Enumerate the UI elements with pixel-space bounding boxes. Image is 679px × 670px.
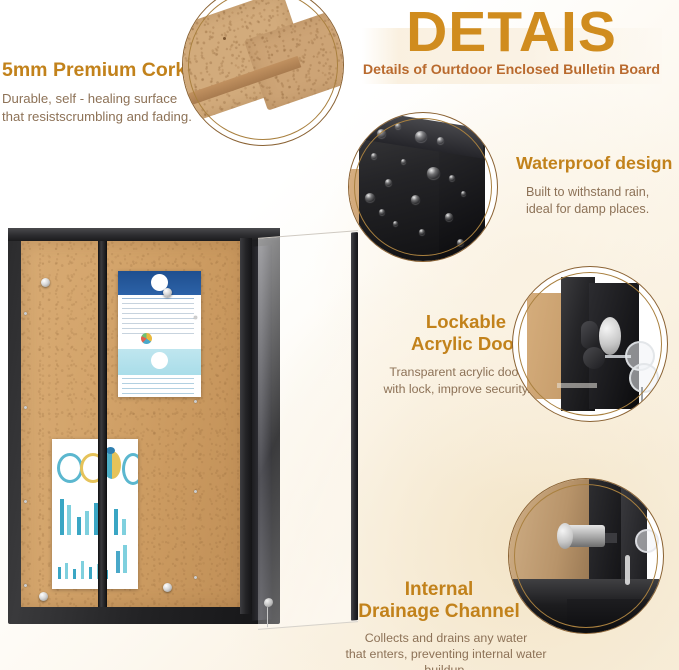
feature-cork-body-line1: Durable, self - healing surface (2, 91, 178, 106)
product-bulletin-board (8, 228, 280, 624)
pin (163, 583, 172, 592)
list-item (118, 271, 201, 397)
frame-screw (194, 316, 198, 320)
frame-screw (24, 406, 28, 410)
frame-screw (194, 576, 198, 580)
pin (39, 592, 48, 601)
page-title: DETAIS (406, 0, 617, 64)
feature-lockable-image (512, 266, 668, 422)
feature-waterproof-body-line2: ideal for damp places. (526, 202, 650, 216)
acrylic-door-panel[interactable] (258, 230, 358, 630)
feature-waterproof-body-line1: Built to withstand rain, (526, 185, 650, 199)
pin (163, 288, 172, 297)
list-item (52, 439, 138, 589)
feature-cork-body-line2: that resistscrumbling and fading. (2, 109, 192, 124)
page-title-block: DETAIS Details of Ourtdoor Enclosed Bull… (344, 2, 679, 94)
feature-drainage-heading-line1: Internal (404, 579, 474, 600)
door-frame-edge (351, 232, 358, 621)
cork-slab-photo (183, 0, 343, 145)
feature-waterproof-heading: Waterproof design (516, 153, 673, 173)
frame-screw (24, 312, 28, 316)
feature-lockable-body-line1: Transparent acrylic door (389, 365, 523, 379)
title-banner (362, 28, 662, 84)
door-key-icon (267, 607, 269, 628)
feature-lockable-body-line2: with lock, improve security. (383, 382, 531, 396)
feature-drainage-image (508, 478, 664, 634)
board-center-mullion (98, 241, 107, 607)
feature-drainage-body-line2: that enters, preventing internal water (345, 647, 547, 661)
drainage-channel-photo (509, 479, 663, 633)
frame-screw (24, 584, 28, 588)
frame-screw (24, 500, 28, 504)
board-top-bevel (8, 228, 280, 241)
frame-screw (194, 400, 198, 404)
board-right-post (240, 238, 252, 614)
page-subtitle: Details of Ourtdoor Enclosed Bulletin Bo… (362, 62, 661, 78)
board-cork-surface (21, 241, 244, 607)
frame-screw (194, 490, 198, 494)
feature-cork-image (182, 0, 344, 146)
feature-lockable-heading-line1: Lockable (425, 311, 507, 332)
pin (41, 278, 50, 287)
feature-drainage-body-line1: Collects and drains any water (364, 631, 528, 645)
feature-cork-heading: 5mm Premium Cork (2, 59, 187, 81)
feature-lockable-heading-line2: Acrylic Door (410, 333, 521, 354)
feature-drainage-body-line3: buildup. (424, 663, 468, 670)
lock-and-keys-photo (513, 267, 667, 421)
feature-waterproof-image (348, 112, 498, 262)
feature-drainage-heading-line2: Drainage Channel (358, 601, 520, 622)
acrylic-glass (258, 230, 358, 630)
water-droplet-corner-photo (349, 113, 497, 261)
